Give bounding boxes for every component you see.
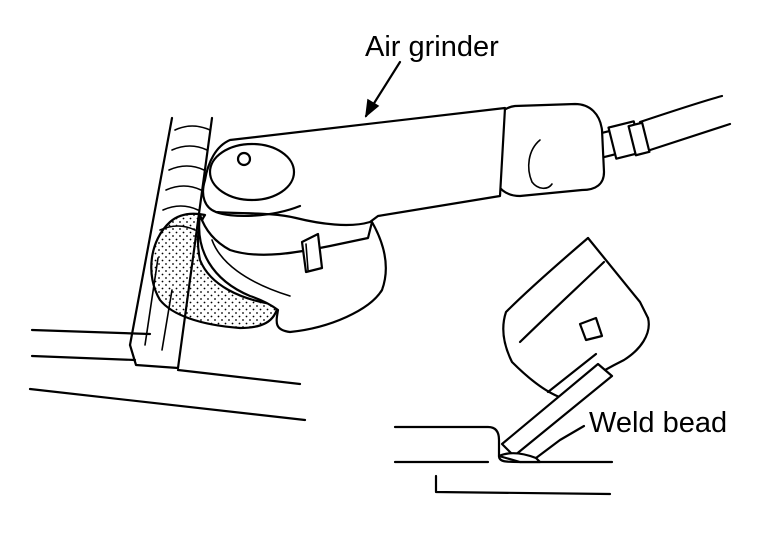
body-panel [28,328,307,422]
inset-detail [393,236,650,496]
arrowhead-icon [365,98,380,118]
leader-lines [364,60,586,460]
air-grinder-label: Air grinder [365,31,499,63]
weld-bead-label: Weld bead [589,407,727,439]
air-grinder-tool [198,94,732,334]
